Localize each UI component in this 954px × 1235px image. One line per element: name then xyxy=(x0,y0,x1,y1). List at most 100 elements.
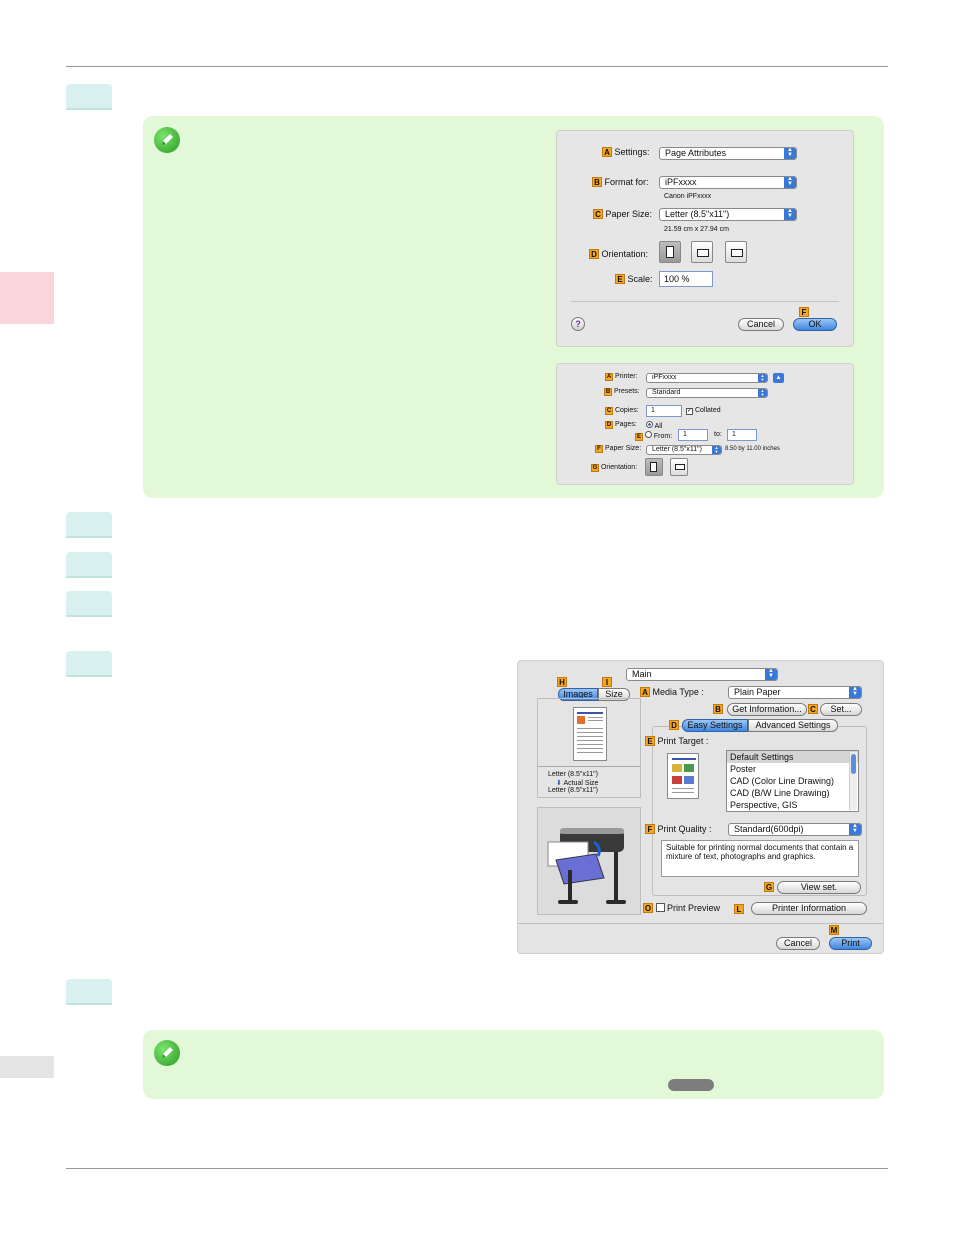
help-icon[interactable]: ? xyxy=(571,317,585,331)
label-a: A xyxy=(602,147,612,157)
label-e: E xyxy=(645,736,655,746)
tab-size[interactable]: Size xyxy=(598,688,630,701)
to-label: to: xyxy=(714,431,722,438)
orientation-landscape-button[interactable] xyxy=(670,458,688,476)
print-preview-checkbox[interactable] xyxy=(655,903,665,912)
label-d: D xyxy=(605,421,613,429)
label-d: D xyxy=(669,720,679,730)
print-target-item[interactable]: Default Settings xyxy=(727,751,858,763)
orientation-portrait-button[interactable] xyxy=(645,458,663,476)
settings-value: Page Attributes xyxy=(665,148,727,158)
radio-selected-icon xyxy=(646,421,653,428)
to-input[interactable]: 1 xyxy=(727,429,757,441)
note-pencil-icon xyxy=(154,1040,180,1066)
presets-value: Standard xyxy=(652,389,681,396)
step-tab-1 xyxy=(66,84,112,110)
step-tab-6 xyxy=(66,979,112,1005)
label-a: A xyxy=(605,373,613,381)
copies-input[interactable]: 1 xyxy=(646,405,682,417)
scale-input[interactable]: 100 % xyxy=(659,271,713,287)
disclosure-button[interactable]: ▲ xyxy=(773,373,784,383)
presets-popup[interactable]: Standard▲▼ xyxy=(646,388,768,398)
print-target-item[interactable]: CAD (B/W Line Drawing) xyxy=(730,788,830,798)
label-g: G xyxy=(591,464,599,472)
print-button[interactable]: Print xyxy=(829,937,872,950)
paper-size-row: F Paper Size: xyxy=(595,445,641,453)
format-for-popup[interactable]: iPFxxxx▲▼ xyxy=(659,176,797,189)
print-preview-label: Print Preview xyxy=(667,903,721,913)
media-type-value: Plain Paper xyxy=(734,687,781,697)
from-input[interactable]: 1 xyxy=(678,429,708,441)
cancel-button[interactable]: Cancel xyxy=(776,937,820,950)
get-information-button[interactable]: Get Information... xyxy=(727,703,807,716)
chapter-side-tab xyxy=(0,272,54,324)
large-format-printer-image xyxy=(547,828,626,904)
popup-arrows-icon: ▲▼ xyxy=(712,446,721,454)
radio-unselected-icon[interactable] xyxy=(644,431,652,438)
note-box-1: A Settings: Page Attributes▲▼ B Format f… xyxy=(143,116,884,498)
print-dialog: A Printer: iPFxxxx▲▼ ▲ B Presets: Standa… xyxy=(556,363,854,485)
popup-arrows-icon: ▲▼ xyxy=(849,824,861,835)
label-b: B xyxy=(604,388,612,396)
tab-easy-settings[interactable]: Easy Settings xyxy=(682,719,748,732)
print-quality-row: F Print Quality : xyxy=(645,824,712,834)
print-target-item[interactable]: Poster xyxy=(730,764,757,774)
step-tab-5 xyxy=(66,651,112,677)
label-c: C xyxy=(808,704,818,714)
print-target-list[interactable]: Default Settings Poster CAD (Color Line … xyxy=(726,750,859,812)
media-type-label: Media Type : xyxy=(652,687,704,697)
media-type-popup[interactable]: Plain Paper▲▼ xyxy=(728,686,862,699)
link-reference-pill[interactable] xyxy=(668,1079,714,1091)
settings-row: A Settings: xyxy=(602,147,650,157)
preview-line-1: Letter (8.5"x11") xyxy=(548,771,598,778)
note-pencil-icon xyxy=(154,127,180,153)
label-d: D xyxy=(589,249,599,259)
paper-size-popup[interactable]: Letter (8.5"x11")▲▼ xyxy=(646,445,722,455)
print-target-item[interactable]: Perspective, GIS xyxy=(730,800,798,810)
orientation-row: D Orientation: xyxy=(589,249,648,259)
step-tab-2 xyxy=(66,512,112,538)
from-label: From: xyxy=(653,433,673,440)
orientation-landscape-button[interactable] xyxy=(691,241,713,263)
print-quality-label: Print Quality : xyxy=(657,824,712,834)
popup-arrows-icon: ▲▼ xyxy=(784,177,796,188)
format-label: Format for: xyxy=(604,177,649,187)
paper-size-label: Paper Size: xyxy=(604,445,642,452)
driver-main-dialog: Main▲▼ H I Images Size Letter (8.5"x11")… xyxy=(517,660,884,954)
label-b: B xyxy=(592,177,602,187)
label-c: C xyxy=(605,407,613,415)
set-button[interactable]: Set... xyxy=(820,703,862,716)
printer-label: Printer: xyxy=(614,373,638,380)
page-side-tab xyxy=(0,1056,54,1078)
pages-all-radio[interactable]: All xyxy=(646,421,662,430)
tab-images[interactable]: Images xyxy=(558,688,598,701)
footer-separator xyxy=(518,923,883,924)
cancel-button[interactable]: Cancel xyxy=(738,318,784,331)
label-g: G xyxy=(764,882,774,892)
print-target-item[interactable]: CAD (Color Line Drawing) xyxy=(730,776,835,786)
paper-size-sub: 21.59 cm x 27.94 cm xyxy=(664,226,729,233)
printer-popup[interactable]: iPFxxxx▲▼ xyxy=(646,373,768,383)
scale-row: E Scale: xyxy=(615,274,653,284)
popup-arrows-icon: ▲▼ xyxy=(758,374,767,382)
label-h: H xyxy=(557,677,567,687)
settings-popup[interactable]: Page Attributes▲▼ xyxy=(659,147,797,160)
panel-popup[interactable]: Main▲▼ xyxy=(626,668,778,681)
ok-button[interactable]: OK xyxy=(793,318,837,331)
quality-description: Suitable for printing normal documents t… xyxy=(661,840,859,877)
view-set-button[interactable]: View set. xyxy=(777,881,861,894)
printer-information-button[interactable]: Printer Information xyxy=(751,902,867,915)
print-quality-popup[interactable]: Standard(600dpi)▲▼ xyxy=(728,823,862,836)
list-scrollbar[interactable] xyxy=(849,752,857,810)
label-e: E xyxy=(615,274,625,284)
paper-size-row: C Paper Size: xyxy=(593,209,652,219)
paper-size-popup[interactable]: Letter (8.5"x11")▲▼ xyxy=(659,208,797,221)
orientation-reverse-landscape-button[interactable] xyxy=(725,241,747,263)
tab-advanced-settings[interactable]: Advanced Settings xyxy=(748,719,838,732)
print-target-row: E Print Target : xyxy=(645,736,708,746)
collated-checkbox[interactable]: ✓ Collated xyxy=(686,407,721,415)
orientation-portrait-button[interactable] xyxy=(659,241,681,263)
label-i: I xyxy=(602,677,612,687)
copies-row: C Copies: xyxy=(605,407,639,415)
pages-from-row: E From: xyxy=(635,431,672,441)
